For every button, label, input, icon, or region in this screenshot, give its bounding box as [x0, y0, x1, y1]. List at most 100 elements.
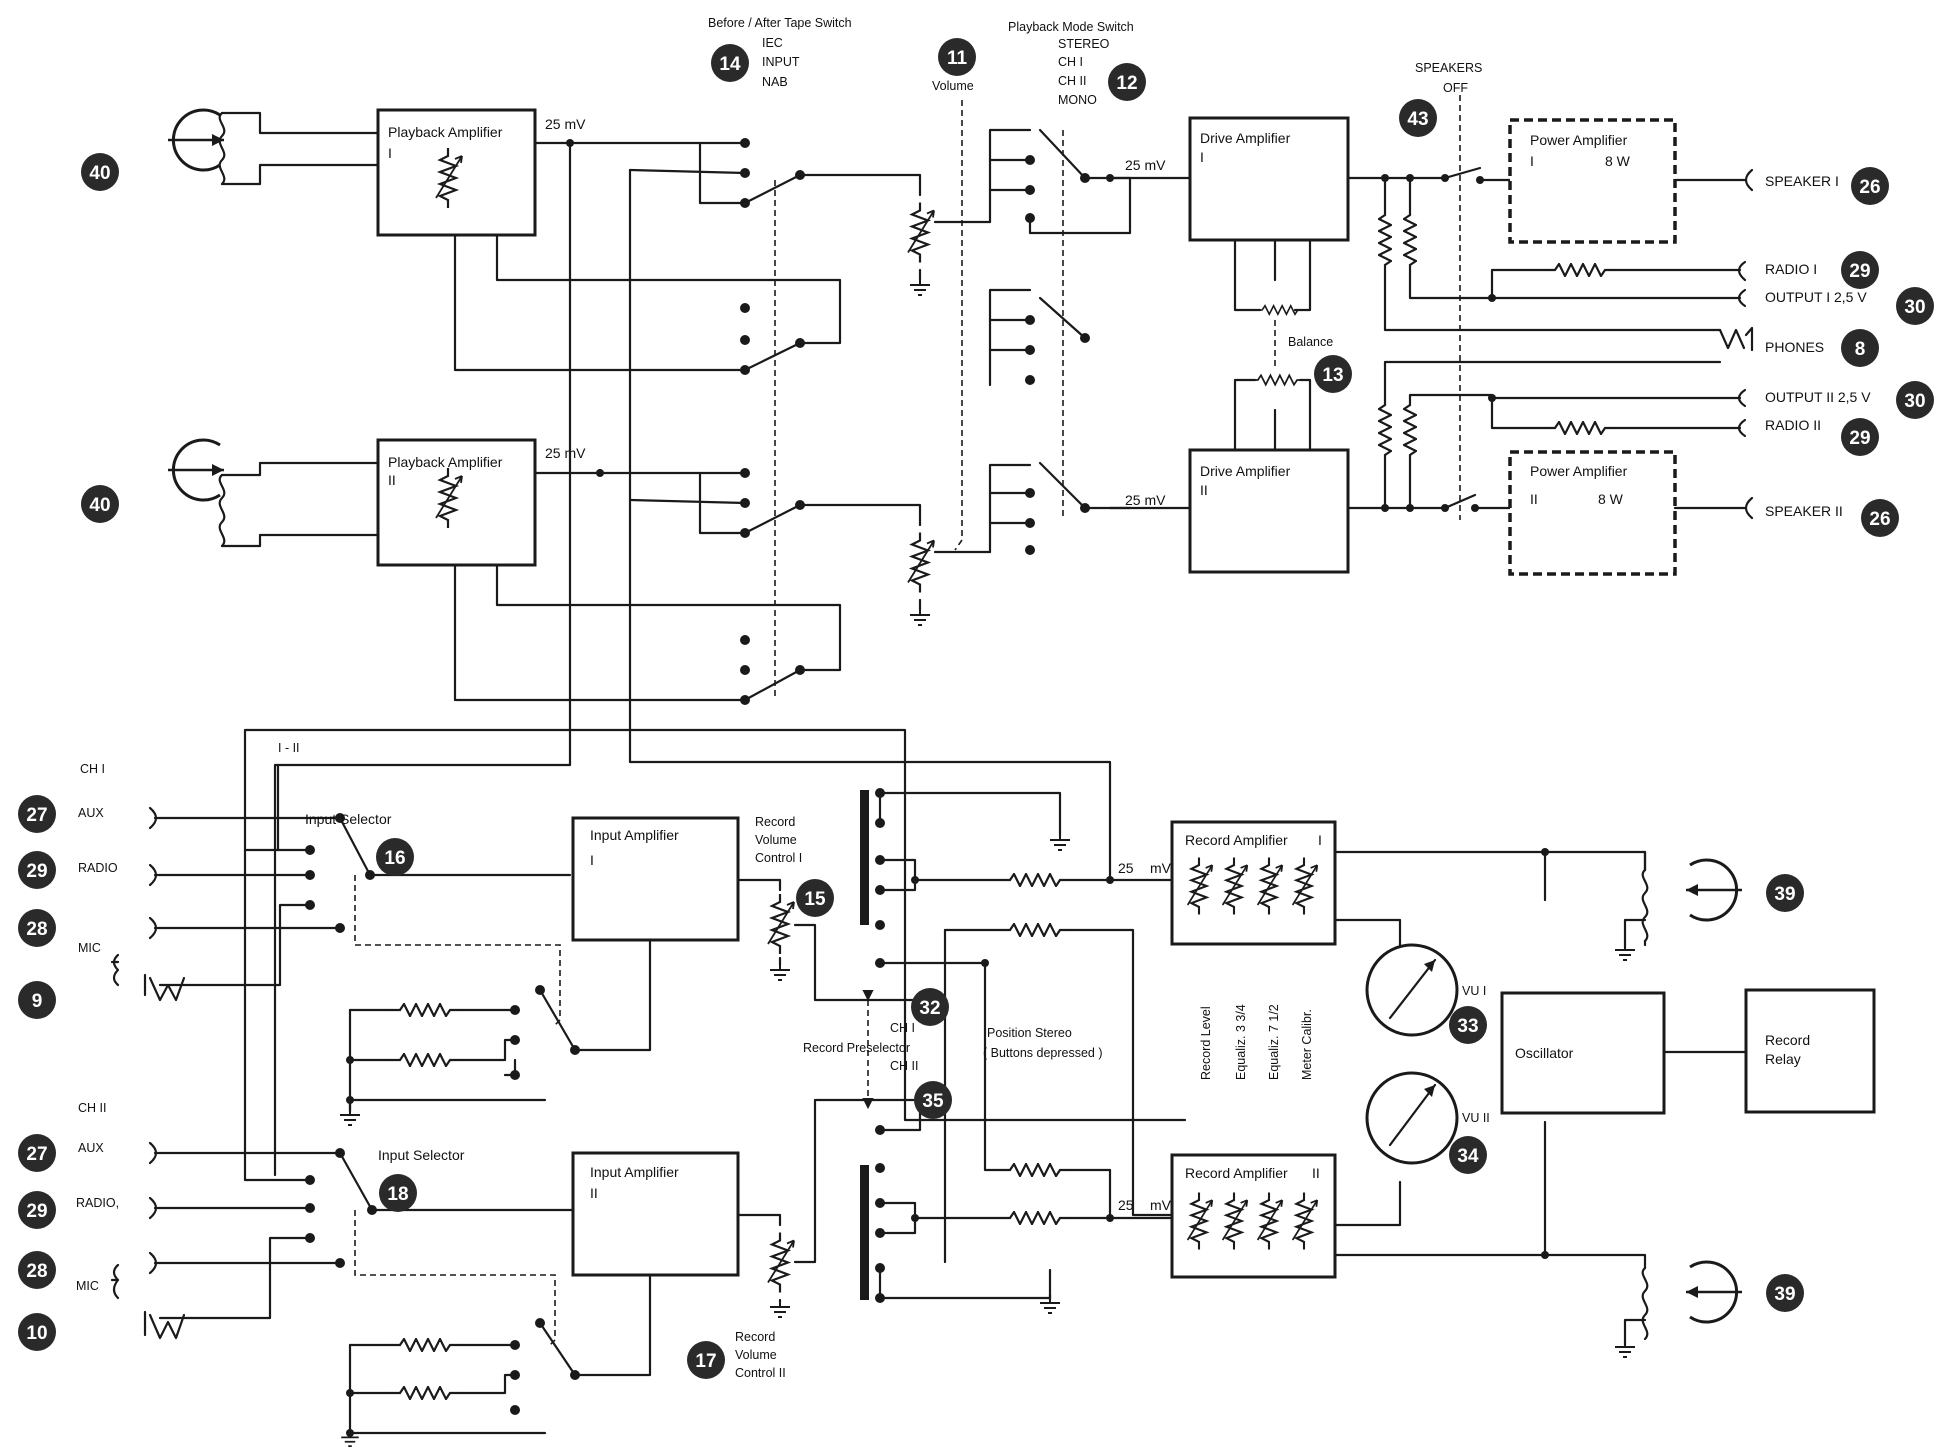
svg-text:30: 30 [1904, 391, 1925, 412]
level-drive-2: 25 mV [1125, 492, 1166, 508]
badge-34: 34 [1449, 1136, 1487, 1174]
svg-text:29: 29 [26, 1201, 47, 1222]
record-level-network-1 [339, 985, 580, 1126]
record-preselector-1 [860, 788, 1062, 968]
badge-8: 8 [1841, 329, 1879, 367]
vu-meter-1 [1365, 943, 1459, 1037]
power-amp-1-rating: 8 W [1605, 153, 1631, 169]
balance-label: Balance [1288, 335, 1333, 349]
svg-text:27: 27 [26, 805, 47, 826]
playback-amp-1-channel: I [388, 145, 392, 161]
power-amp-2-rating: 8 W [1598, 491, 1624, 507]
svg-text:30: 30 [1904, 297, 1925, 318]
input-selector-1-label: Input Selector [305, 811, 392, 827]
input-selector-2-label: Input Selector [378, 1147, 465, 1163]
equaliz-7-1-2-rotated-label: Equaliz. 7 1/2 [1267, 1004, 1281, 1080]
speakers-off-label-1: SPEAKERS [1415, 61, 1482, 75]
badge-35: 35 [914, 1081, 952, 1119]
input-ch2-header: CH II [78, 1101, 106, 1115]
badge-28-ch2: 28 [18, 1251, 56, 1289]
input-amp-2-channel: II [590, 1185, 598, 1201]
record-relay-line-1: Record [1765, 1032, 1810, 1048]
ch2-radio-label: RADIO, [76, 1196, 119, 1210]
speaker-2-label: SPEAKER II [1765, 503, 1843, 519]
vu1-label: VU I [1462, 984, 1486, 998]
input-ch1-header: CH I [80, 762, 105, 776]
drive-amp-1-label: Drive Amplifier [1200, 130, 1291, 146]
svg-text:8: 8 [1855, 339, 1866, 360]
svg-text:32: 32 [919, 998, 940, 1019]
svg-text:18: 18 [387, 1184, 408, 1205]
playback-amp-2-channel: II [388, 472, 396, 488]
oscillator [1500, 991, 1666, 1115]
playback-amplifier-1 [376, 108, 537, 237]
power-amp-1-channel: I [1530, 153, 1534, 169]
svg-text:40: 40 [89, 163, 110, 184]
svg-text:12: 12 [1116, 73, 1137, 94]
badge-30-top: 30 [1896, 287, 1934, 325]
ch1-mic-label: MIC [78, 941, 101, 955]
record-volume-2-line-1: Record [735, 1330, 775, 1344]
badge-32: 32 [911, 988, 949, 1026]
mode-option-stereo: STEREO [1058, 37, 1110, 51]
badge-13: 13 [1314, 355, 1352, 393]
record-volume-2-line-2: Volume [735, 1348, 777, 1362]
svg-text:16: 16 [384, 848, 405, 869]
output-jacks [1718, 168, 1754, 520]
svg-text:26: 26 [1869, 509, 1890, 530]
badge-28-ch1: 28 [18, 909, 56, 947]
badge-15: 15 [796, 879, 834, 917]
svg-text:29: 29 [1849, 261, 1870, 282]
ch2-mic-label: MIC [76, 1279, 99, 1293]
badge-43: 43 [1399, 99, 1437, 137]
ch1-input-jacks [110, 806, 342, 1002]
position-stereo-line-2: ( Buttons depressed ) [983, 1046, 1103, 1060]
record-relay-line-2: Relay [1765, 1051, 1801, 1067]
svg-text:15: 15 [804, 889, 826, 910]
level-drive-1: 25 mV [1125, 157, 1166, 173]
badge-29-ch2: 29 [18, 1191, 56, 1229]
record-level-rotated-label: Record Level [1199, 1006, 1213, 1080]
ch2-input-jacks [110, 1141, 342, 1340]
drive-amp-1-channel: I [1200, 149, 1204, 165]
level-record-2-num: 25 [1118, 1197, 1134, 1213]
level-record-2-unit: mV [1150, 1197, 1172, 1213]
level-playback-1: 25 mV [545, 116, 586, 132]
vu-meter-2 [1365, 1071, 1459, 1165]
playback-amp-1-label: Playback Amplifier [388, 124, 503, 140]
svg-text:29: 29 [1849, 428, 1870, 449]
power-amplifier-1 [1508, 118, 1677, 244]
badge-30-bottom: 30 [1896, 381, 1934, 419]
svg-text:10: 10 [26, 1323, 47, 1344]
level-record-1-num: 25 [1118, 860, 1134, 876]
badge-16: 16 [376, 838, 414, 876]
badge-10: 10 [18, 1313, 56, 1351]
tape-switch-1 [628, 138, 872, 375]
drive-amp-2-label: Drive Amplifier [1200, 463, 1291, 479]
input-selector-2 [243, 848, 577, 1268]
svg-text:14: 14 [719, 54, 741, 75]
ch2-aux-label: AUX [78, 1141, 104, 1155]
record-amp-2-channel: II [1312, 1165, 1320, 1181]
power-amplifier-2 [1508, 450, 1677, 576]
badge-39-top: 39 [1766, 874, 1804, 912]
meter-calibr-rotated-label: Meter Calibr. [1300, 1009, 1314, 1080]
mode-option-ch2: CH II [1058, 74, 1086, 88]
badge-39-bottom: 39 [1766, 1274, 1804, 1312]
head-coil-2 [218, 473, 226, 548]
equaliz-3-3-4-rotated-label: Equaliz. 3 3/4 [1234, 1004, 1248, 1080]
tape-switch-option-input: INPUT [762, 55, 800, 69]
record-head-1 [1684, 858, 1744, 922]
oscillator-label: Oscillator [1515, 1045, 1574, 1061]
preselector-ch1-label: CH I [890, 1021, 915, 1035]
tape-switch-option-iec: IEC [762, 36, 783, 50]
badge-14: 14 [711, 44, 749, 82]
svg-text:27: 27 [26, 1144, 47, 1165]
level-record-1-unit: mV [1150, 860, 1172, 876]
tape-switch-title: Before / After Tape Switch [708, 16, 852, 30]
svg-text:13: 13 [1322, 365, 1343, 386]
playback-amplifier-2 [376, 438, 537, 567]
record-relay [1744, 988, 1876, 1114]
svg-text:28: 28 [26, 1261, 47, 1282]
